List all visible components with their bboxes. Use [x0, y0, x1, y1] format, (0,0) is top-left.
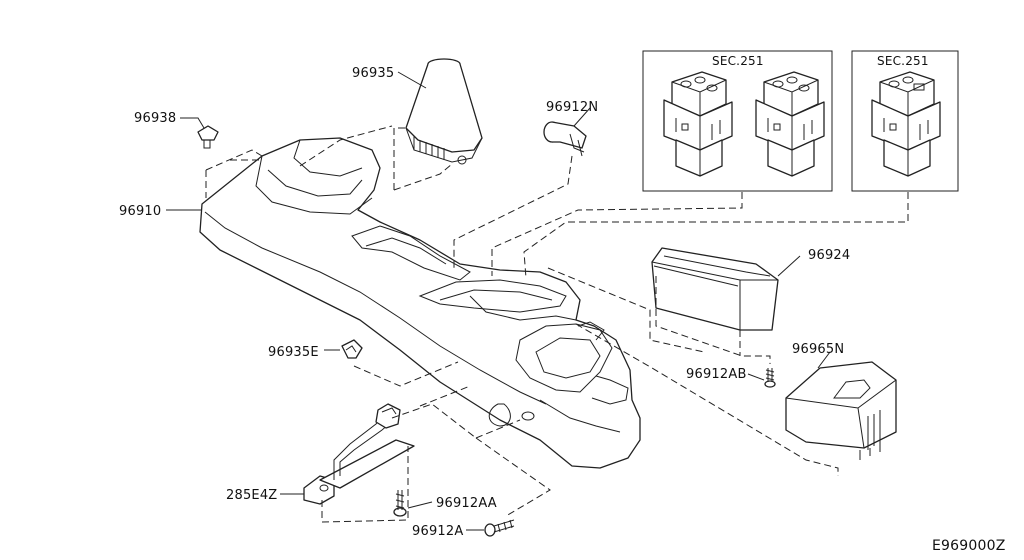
sec-251-right-label: SEC.251: [877, 54, 929, 68]
label-96924: 96924: [808, 248, 850, 263]
label-96935E: 96935E: [268, 345, 319, 360]
plug-96938-icon: [197, 125, 219, 149]
sec-251-left-label: SEC.251: [712, 54, 764, 68]
label-96938: 96938: [134, 111, 176, 126]
sec-251-box-left: SEC.251: [642, 50, 833, 192]
clip-96935E-icon: [341, 339, 363, 359]
center-console: [199, 137, 641, 469]
label-96912AA: 96912AA: [436, 496, 497, 511]
label-96912A: 96912A: [412, 524, 463, 539]
label-96935: 96935: [352, 66, 394, 81]
harness-285E4Z-icon: [303, 403, 415, 505]
switch-icon-3: [871, 71, 941, 177]
switch-icon-1: [663, 71, 733, 177]
label-96910: 96910: [119, 204, 161, 219]
screw-96912AB-icon: [764, 368, 776, 388]
label-96965N: 96965N: [792, 342, 844, 357]
label-96912AB: 96912AB: [686, 367, 747, 382]
lid-96965N-icon: [785, 361, 897, 460]
screw-96912A-icon: [484, 519, 515, 537]
sec-251-box-right: SEC.251: [851, 50, 959, 192]
label-285E4Z: 285E4Z: [226, 488, 277, 503]
switch-icon-2: [755, 71, 825, 177]
tray-96924-icon: [651, 247, 779, 331]
clip-96912N-icon: [543, 121, 587, 157]
shift-boot-icon: [405, 58, 483, 165]
label-96912N: 96912N: [546, 100, 598, 115]
screw-96912AA-icon: [393, 490, 407, 517]
diagram-id: E969000Z: [932, 538, 1005, 554]
